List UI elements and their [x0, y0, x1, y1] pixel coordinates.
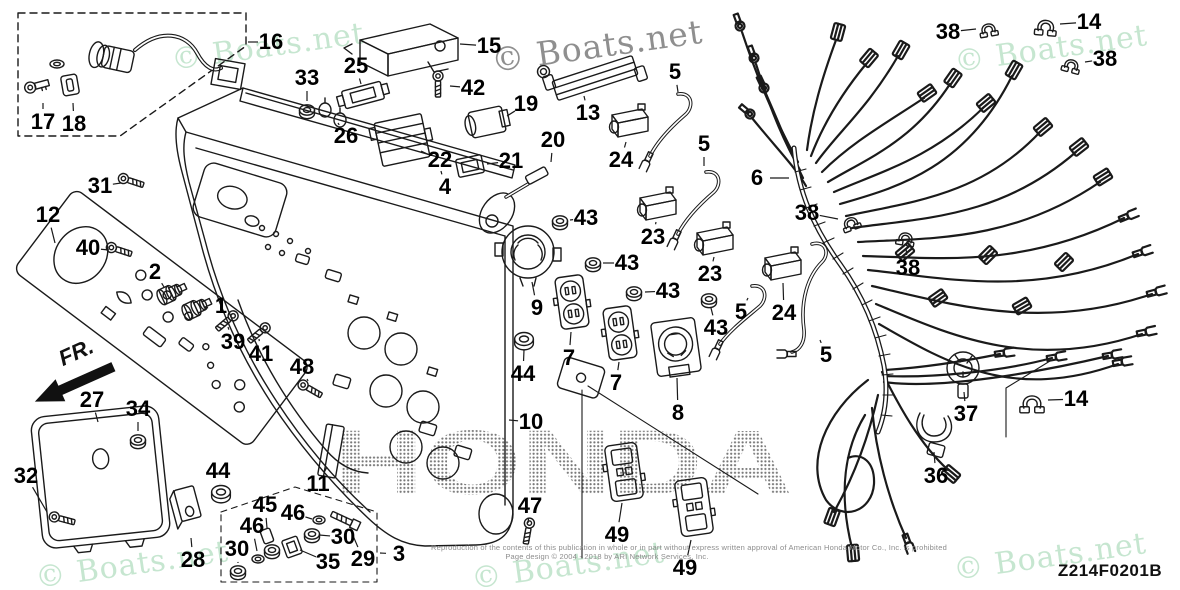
part-callout-13: 13 — [575, 100, 601, 125]
socket-8 — [650, 317, 701, 379]
part-callout-11: 11 — [306, 471, 330, 496]
part-callout-44: 44 — [205, 458, 231, 483]
key-17 — [23, 77, 50, 94]
part-callout-35: 35 — [315, 549, 341, 574]
switch-25 — [336, 80, 391, 111]
switch-19 — [463, 105, 511, 140]
part-callout-23: 23 — [697, 261, 723, 286]
part-callout-46: 46 — [280, 500, 306, 525]
part-callout-17: 17 — [30, 109, 56, 134]
part-callout-43: 43 — [655, 278, 681, 303]
part-callout-1: 1 — [214, 293, 228, 318]
part-callout-32: 32 — [13, 463, 39, 488]
part-callout-45: 45 — [252, 492, 278, 517]
part-callout-43: 43 — [703, 315, 729, 340]
part-callout-8: 8 — [671, 400, 685, 425]
key-cap-18 — [60, 74, 79, 96]
part-callout-23: 23 — [640, 224, 666, 249]
part-callout-6: 6 — [750, 165, 764, 190]
part-callout-39: 39 — [220, 329, 246, 354]
part-callout-4: 4 — [438, 174, 452, 199]
control-unit-15 — [344, 24, 458, 76]
front-direction-indicator: FR. — [16, 320, 141, 420]
part-callout-38: 38 — [895, 255, 921, 280]
part-callout-33: 33 — [294, 65, 320, 90]
part-callout-12: 12 — [35, 202, 61, 227]
wire-harness — [730, 11, 1168, 563]
part-callout-16: 16 — [258, 29, 284, 54]
part-callout-49: 49 — [604, 522, 630, 547]
bracket-28 — [168, 486, 203, 529]
terminal-bar-13 — [536, 36, 648, 111]
part-callout-38: 38 — [935, 19, 961, 44]
part-callout-15: 15 — [476, 33, 502, 58]
part-callout-7: 7 — [562, 345, 576, 370]
sensor-37 — [947, 352, 979, 398]
part-callout-14: 14 — [1076, 9, 1102, 34]
part-callout-24: 24 — [771, 300, 797, 325]
part-callout-26: 26 — [333, 123, 359, 148]
part-callout-44: 44 — [510, 361, 536, 386]
part-callout-21: 21 — [498, 148, 524, 173]
page-design-credit: Page design © 2004 - 2018 by ARI Network… — [505, 552, 709, 561]
clamp-36 — [917, 413, 952, 458]
part-callout-40: 40 — [75, 235, 101, 260]
part-callout-25: 25 — [343, 53, 369, 78]
part-callout-31: 31 — [87, 173, 113, 198]
part-callout-27: 27 — [79, 387, 105, 412]
knob-2 — [155, 279, 189, 306]
part-callout-10: 10 — [518, 409, 544, 434]
part-callout-49: 49 — [672, 555, 698, 580]
part-callout-36: 36 — [923, 463, 949, 488]
part-callout-29: 29 — [350, 546, 376, 571]
part-callout-30: 30 — [224, 536, 250, 561]
part-callout-22: 22 — [427, 147, 453, 172]
diagram-code: Z214F0201B — [1057, 561, 1163, 580]
part-callout-37: 37 — [953, 401, 979, 426]
part-callout-5: 5 — [734, 299, 748, 324]
key-switch-group — [18, 13, 246, 136]
sub-wires — [638, 94, 826, 361]
part-callout-47: 47 — [517, 493, 543, 518]
part-callout-34: 34 — [125, 396, 151, 421]
part-callout-28: 28 — [180, 547, 206, 572]
part-callout-2: 2 — [148, 259, 162, 284]
part-callout-42: 42 — [460, 75, 486, 100]
socket-9 — [495, 226, 561, 286]
fr-arrow-icon — [34, 362, 116, 402]
part-callout-20: 20 — [540, 127, 566, 152]
part-callout-19: 19 — [513, 91, 539, 116]
side-cover — [30, 405, 172, 557]
part-callout-14: 14 — [1063, 386, 1089, 411]
part-callout-18: 18 — [61, 111, 87, 136]
part-callout-5: 5 — [819, 342, 833, 367]
part-callout-5: 5 — [668, 59, 682, 84]
part-callout-7: 7 — [609, 370, 623, 395]
part-callout-43: 43 — [614, 250, 640, 275]
copyright-disclaimer: Reproduction of the contents of this pub… — [431, 543, 947, 552]
part-callout-43: 43 — [573, 205, 599, 230]
part-callout-24: 24 — [608, 147, 634, 172]
part-callout-46: 46 — [239, 513, 265, 538]
part-callout-5: 5 — [697, 131, 711, 156]
part-callout-38: 38 — [794, 200, 820, 225]
part-callout-3: 3 — [392, 541, 406, 566]
part-callout-9: 9 — [530, 295, 544, 320]
part-callout-41: 41 — [248, 341, 274, 366]
fastener-cluster — [221, 487, 377, 582]
knob-1 — [180, 294, 214, 321]
part-callout-38: 38 — [1092, 46, 1118, 71]
part-callout-30: 30 — [330, 524, 356, 549]
part-callout-48: 48 — [289, 354, 315, 379]
